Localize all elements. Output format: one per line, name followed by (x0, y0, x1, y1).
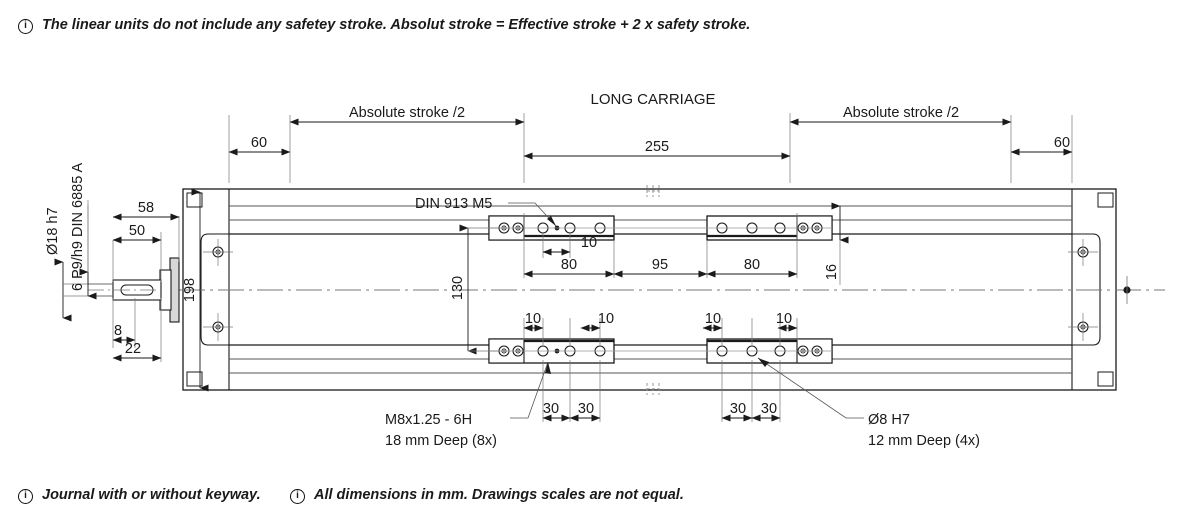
dim-abs-stroke-right-label: Absolute stroke /2 (843, 105, 959, 121)
dim-abs-stroke-right: Absolute stroke /2 (789, 105, 1012, 126)
drawing-title: LONG CARRIAGE (590, 91, 715, 108)
dim-10-b-value: 10 (598, 311, 614, 327)
dim-80-left: 80 (523, 257, 615, 278)
label-din-913-m5-text: DIN 913 M5 (415, 196, 492, 212)
dim-abs-stroke-left: Absolute stroke /2 (289, 105, 525, 126)
dim-10-d-value: 10 (776, 311, 792, 327)
dim-130: 130 (450, 224, 500, 355)
dim-80-left-value: 80 (561, 257, 577, 273)
note-bottom-right: i All dimensions in mm. Drawings scales a… (290, 487, 684, 504)
dim-60-left-value: 60 (251, 135, 267, 151)
dim-16: 16 (824, 202, 849, 280)
dim-255-value: 255 (645, 139, 669, 155)
dim-10-b: 10 (580, 311, 614, 332)
dim-80-right-value: 80 (744, 257, 760, 273)
dim-shaft-diameter-label: Ø18 h7 (45, 207, 61, 255)
dim-58-value: 58 (138, 200, 154, 216)
dim-30-d-value: 30 (761, 401, 777, 417)
dim-8-value: 8 (114, 323, 122, 339)
info-icon: i (18, 489, 33, 504)
note-top: i The linear units do not include any saf… (18, 17, 750, 34)
dim-8: 8 (112, 323, 136, 344)
callout-dowel: Ø8 H7 12 mm Deep (4x) (757, 357, 980, 449)
dim-10-a: 10 (523, 311, 544, 332)
dim-22: 22 (112, 341, 162, 362)
dim-58: 58 (112, 200, 180, 221)
dim-95: 95 (613, 257, 708, 278)
dim-198-value: 198 (182, 278, 198, 302)
dim-16-value: 16 (824, 264, 840, 280)
callout-thread-line2: 18 mm Deep (8x) (385, 433, 497, 449)
dim-30-b: 30 (569, 401, 601, 422)
dim-30-c-value: 30 (730, 401, 746, 417)
label-din-913-m5: DIN 913 M5 (415, 196, 557, 227)
dim-10-top: 10 (542, 235, 597, 256)
dim-10-d: 10 (776, 311, 798, 332)
dim-30-c: 30 (721, 401, 753, 422)
dim-abs-stroke-left-label: Absolute stroke /2 (349, 105, 465, 121)
dim-22-value: 22 (125, 341, 141, 357)
shaft-journal (88, 257, 180, 323)
dim-198: 198 (182, 188, 209, 392)
note-top-text: The linear units do not include any safe… (42, 17, 751, 33)
callout-thread: M8x1.25 - 6H 18 mm Deep (8x) (385, 361, 551, 449)
dim-130-value: 130 (450, 276, 466, 300)
dim-30-a: 30 (542, 401, 571, 422)
dim-30-a-value: 30 (543, 401, 559, 417)
unit-body (182, 188, 1117, 391)
symmetry-marks (646, 185, 660, 395)
extension-lines (87, 113, 1073, 422)
label-keyway: 6 P9/h9 DIN 6885 A (70, 163, 97, 300)
dim-60-right-value: 60 (1054, 135, 1070, 151)
dim-50: 50 (112, 223, 162, 244)
note-bottom-left-text: Journal with or without keyway. (42, 487, 261, 503)
carriage-upper (488, 215, 833, 241)
info-icon: i (290, 489, 305, 504)
dim-255: 255 (523, 139, 791, 160)
center-line (140, 276, 1165, 304)
callout-thread-line1: M8x1.25 - 6H (385, 412, 472, 428)
label-keyway-text: 6 P9/h9 DIN 6885 A (70, 163, 86, 291)
end-mounting-bolts (203, 239, 1098, 341)
dim-80-right: 80 (706, 257, 798, 278)
rail-profile-lines (229, 205, 1072, 374)
dim-10-c-value: 10 (705, 311, 721, 327)
dim-10-a-value: 10 (525, 311, 541, 327)
note-bottom-right-text: All dimensions in mm. Drawings scales ar… (314, 487, 684, 503)
dim-10-c: 10 (702, 311, 723, 332)
dim-10-top-value: 10 (581, 235, 597, 251)
dim-60-left: 60 (228, 135, 291, 156)
dim-30-b-value: 30 (578, 401, 594, 417)
callout-dowel-line2: 12 mm Deep (4x) (868, 433, 980, 449)
dim-50-value: 50 (129, 223, 145, 239)
dim-60-right: 60 (1010, 135, 1073, 156)
info-icon: i (18, 19, 33, 34)
dim-30-d: 30 (751, 401, 781, 422)
callout-dowel-line1: Ø8 H7 (868, 412, 910, 428)
dim-95-value: 95 (652, 257, 668, 273)
note-bottom-left: i Journal with or without keyway. (18, 487, 261, 504)
